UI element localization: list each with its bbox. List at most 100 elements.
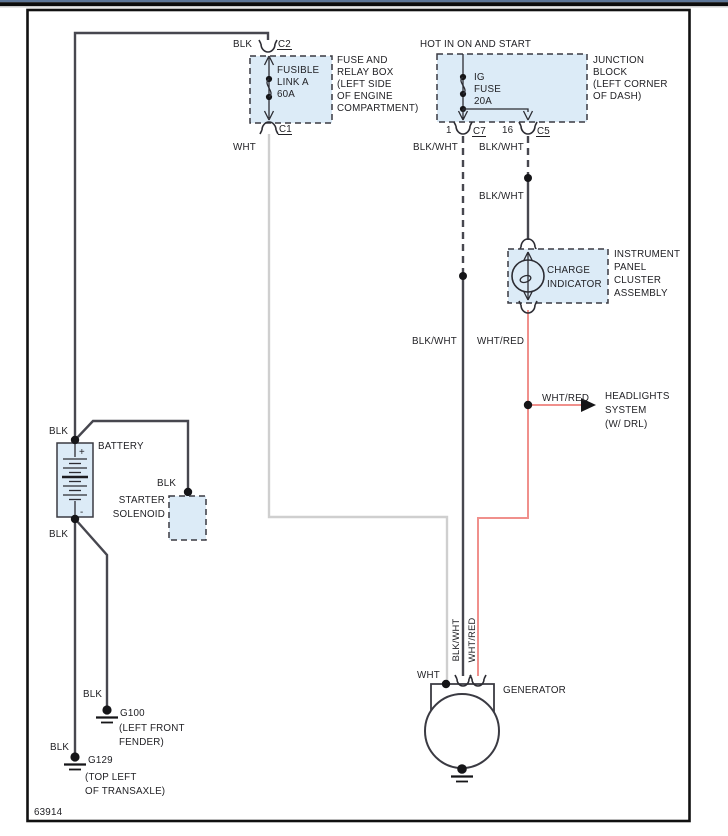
wires [73,31,581,754]
cluster-caption-line1: INSTRUMENT [614,249,680,260]
g129-ground-dot [70,752,80,762]
headlights-caption-line3: (W/ DRL) [605,419,647,430]
connector-c5-icon [518,121,538,135]
top-bar-black-line [0,2,728,7]
g100-location-line1: (LEFT FRONT [119,723,185,734]
wire-label-blk-top: BLK [233,39,252,50]
connector-c7-label: C7 [473,126,486,137]
g129-location-line1: (TOP LEFT [85,772,137,783]
wire-label-whtred-vertical: WHT/RED [467,618,477,663]
charge-indicator-line1: CHARGE [547,265,590,276]
charge-indicator-bulb-icon [511,251,545,301]
wire-label-blk-g129: BLK [50,742,69,753]
wire-label-blk-batt-bottom: BLK [49,529,68,540]
ig-fuse-icon [457,54,534,121]
connector-generator-whtred-icon [469,674,487,687]
battery-positive-terminal [70,435,80,445]
cluster-caption-line4: ASSEMBLY [614,288,668,299]
top-bar-gray-line [0,6,728,8]
wire-battery-positive-to-c2 [73,31,270,438]
battery-minus-sign: - [80,507,83,518]
fuse-relay-caption-line1: FUSE AND [337,55,388,66]
generator-ground-icon [451,764,473,783]
junction-caption-line3: (LEFT CORNER [593,79,668,90]
connector-c2-label: C2 [278,39,291,50]
wire-label-blk-batt-top: BLK [49,426,68,437]
g129-location-line2: OF TRANSAXLE) [85,786,165,797]
battery: BLK + - BATTERY BLK [49,426,144,540]
splice-dot-headlights [523,400,533,410]
headlights-caption-line1: HEADLIGHTS [605,391,670,402]
headlights-caption-line2: SYSTEM [605,405,646,416]
cluster-caption-line3: CLUSTER [614,275,661,286]
fuse-relay-caption-line2: RELAY BOX [337,67,394,78]
wire-label-blk-solenoid: BLK [157,478,176,489]
wire-label-wht-generator: WHT [417,670,440,681]
splice-dot-blkwht-left [459,272,467,280]
ig-fuse-line1: IG [474,72,485,83]
g129-label: G129 [88,755,113,766]
generator-label: GENERATOR [503,685,566,696]
charge-indicator-line2: INDICATOR [547,279,602,290]
wire-label-blkwht-cluster: BLK/WHT [479,191,524,202]
ground-g100: BLK G100 (LEFT FRONT FENDER) [83,689,185,748]
ig-fuse-line2: FUSE [474,84,501,95]
battery-cells-icon [62,443,88,517]
top-window-edge [0,0,728,8]
junction-caption-line2: BLOCK [593,67,627,78]
starter-solenoid-line2: SOLENOID [113,509,165,520]
connector-c2-icon [258,39,278,53]
fuse-relay-caption-line5: COMPARTMENT) [337,103,419,114]
g100-label: G100 [120,708,145,719]
ground-g129: BLK G129 (TOP LEFT OF TRANSAXLE) [50,742,165,797]
instrument-panel-cluster: BLK/WHT CHARGE INDICATOR INSTRUMENT PANE… [479,191,680,314]
splice-dot-blkwht-right [524,174,532,182]
wire-label-blkwht-c7: BLK/WHT [413,142,458,153]
wire-label-whtred-mid: WHT/RED [477,336,524,347]
wire-label-blkwht-vertical: BLK/WHT [451,619,461,662]
wire-whtred-cluster-to-generator [477,310,529,676]
generator-wht-terminal-dot [441,679,451,689]
hot-in-on-and-start-label: HOT IN ON AND START [420,39,531,50]
connector-c1-label: C1 [279,124,292,135]
diagram-border [26,8,691,823]
fusible-link-line2: LINK A [277,77,309,88]
junction-caption-line4: OF DASH) [593,91,641,102]
cluster-caption-line2: PANEL [614,262,647,273]
connector-cluster-bottom-icon [518,300,538,314]
wire-battery-negative-to-g100 [75,519,109,706]
battery-plus-sign: + [79,447,85,458]
ig-fuse-line3: 20A [474,96,492,107]
battery-negative-terminal [70,514,80,524]
starter-solenoid: BLK STARTER SOLENOID [113,478,207,541]
fusible-link-icon [263,55,275,121]
fuse-relay-caption-line4: OF ENGINE [337,91,393,102]
connector-c7-icon [453,121,473,135]
g100-ground-dot [102,705,112,715]
figure-number: 63914 [34,807,63,818]
pin-1-label: 1 [446,125,452,136]
headlights-branch: WHT/RED HEADLIGHTS SYSTEM (W/ DRL) [523,391,670,430]
fuse-relay-caption-line3: (LEFT SIDE [337,79,392,90]
fusible-link-line3: 60A [277,89,295,100]
fuse-relay-box: BLK C2 FUSIBLE LINK A 60A FUSE AND RELAY… [233,39,419,153]
junction-caption-line1: JUNCTION [593,55,644,66]
battery-label: BATTERY [98,441,144,452]
wire-label-whtred-branch: WHT/RED [542,393,589,404]
wire-battery-positive-to-solenoid [75,419,190,490]
generator: BLK/WHT WHT/RED WHT GENERATOR [417,618,566,783]
pin-16-label: 16 [502,125,514,136]
starter-solenoid-outline [168,495,207,541]
generator-body [424,693,500,769]
connector-c1-icon [259,121,279,135]
g100-location-line2: FENDER) [119,737,164,748]
wire-label-blkwht-mid: BLK/WHT [412,336,457,347]
arrow-right-icon [581,398,596,412]
fuse-relay-box-outline [249,55,333,124]
connector-c5-label: C5 [537,126,550,137]
wire-label-blkwht-c5: BLK/WHT [479,142,524,153]
top-bar-blue-line [0,0,728,3]
starter-solenoid-line1: STARTER [119,495,165,506]
